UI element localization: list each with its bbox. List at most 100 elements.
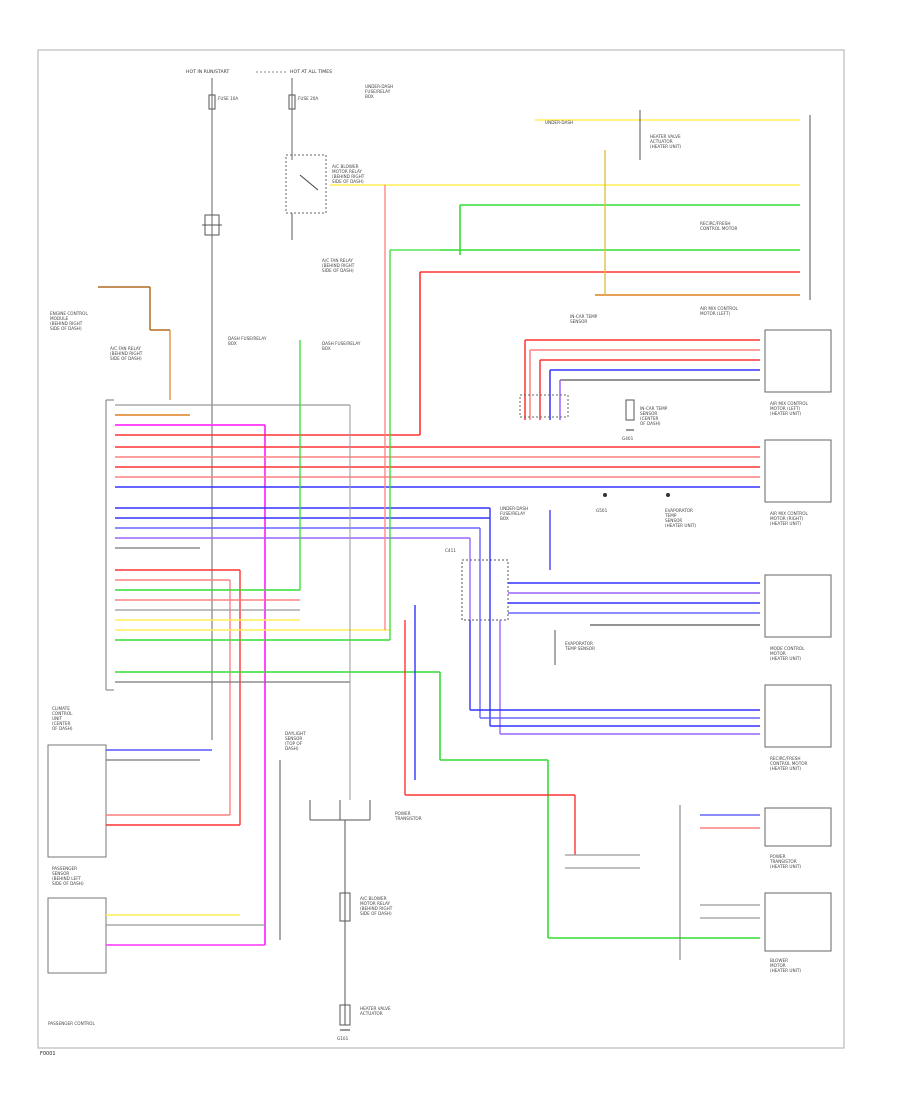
climate-control-label-4: OF DASH) [52, 726, 73, 731]
svg-text:EVAPORATOR TEMP SE: EVAPORATOR TEMP SENSOR (HEATER UNIT) [664, 508, 696, 528]
climate-control-label-3: (CENTER [52, 721, 71, 726]
hot-at-all-times-label: HOT AT ALL TIMES [290, 69, 332, 75]
passenger-sensor-label-3: SIDE OF DASH) [52, 881, 84, 886]
engine-control-connector [98, 286, 171, 400]
right-modules [764, 329, 832, 952]
power-transistor-2: (HEATER UNIT) [770, 864, 801, 869]
svg-text:A/C FAN RELAY (BEHIND RI: A/C FAN RELAY (BEHIND RIGHT SIDE OF DASH… [110, 346, 144, 361]
recirc-2: (HEATER UNIT) [770, 766, 801, 771]
daylight-sensor-3: DASH) [285, 746, 299, 751]
sensor-2-0: EVAPORATOR [665, 508, 693, 513]
air-mix-r-1: MOTOR (RIGHT) [770, 516, 804, 521]
air-mix-r-0: AIR MIX CONTROL [770, 511, 809, 516]
daylight-sensor-1: SENSOR [285, 736, 302, 741]
hot-in-run-label: HOT IN RUN/START [186, 69, 229, 75]
right-module-labels: AIR MIX CONTROL MOTOR (LEFT) (HEATER UNI… [769, 401, 809, 973]
sensor-1-1: SENSOR [640, 411, 657, 416]
ground-g401: G401 [622, 436, 634, 441]
bottom-center: DAYLIGHT SENSOR (TOP OF DASH) A/C BLOWER… [106, 731, 394, 1041]
relay-label-0: A/C FAN RELAY [110, 346, 141, 351]
blower-motor-2: (BEHIND RIGHT [360, 906, 393, 911]
svg-text:PASSENGER SENSOR (: PASSENGER SENSOR (BEHIND LEFT SIDE OF DA… [52, 866, 84, 886]
sensor-2-3: (HEATER UNIT) [665, 523, 696, 528]
grounds: G401 IN-CAR TEMP SENSOR (CENTER OF DASH)… [596, 399, 696, 528]
engine-control-label-3: SIDE OF DASH) [50, 326, 82, 331]
sensor-2-1: TEMP [664, 513, 677, 518]
passenger-sensor-label-0: PASSENGER [52, 866, 77, 871]
ground-g501: G501 [596, 508, 608, 513]
passenger-sensor-label-2: (BEHIND LEFT [52, 876, 82, 881]
air-mix-r-2: (HEATER UNIT) [770, 521, 801, 526]
sensor-1-3: OF DASH) [640, 421, 661, 426]
sensor-1-2: (CENTER [640, 416, 659, 421]
mode-motor-2: (HEATER UNIT) [770, 656, 801, 661]
recirc-1: CONTROL MOTOR [770, 761, 808, 766]
power-transistor-0: POWER [770, 854, 786, 859]
main-harness [115, 185, 760, 945]
mode-motor-1: MOTOR [770, 651, 786, 656]
svg-text:A/C BLOWER MOTOR RELAY: A/C BLOWER MOTOR RELAY (BEHIND RIGHT SID… [360, 896, 394, 916]
dash-fuse-label-0: DASH FUSE/RELAY [228, 336, 267, 341]
climate-control-label-1: CONTROL [52, 711, 73, 716]
blower-2: (HEATER UNIT) [770, 968, 801, 973]
blower-motor-1: MOTOR RELAY [360, 901, 391, 906]
svg-text:CLIMATE CONTROL UN: CLIMATE CONTROL UNIT (CENTER OF DASH) [52, 706, 74, 731]
svg-text:ENGINE CONTROL MODULE: ENGINE CONTROL MODULE (BEHIND RIGHT SIDE… [50, 311, 89, 331]
climate-control-label-0: CLIMATE [52, 706, 70, 711]
blower-0: BLOWER [770, 958, 788, 963]
center-junction: C411 UNDER-DASH FUSE/RELAY BOX EVAPORATO… [445, 506, 760, 735]
svg-text:IN-CAR TEMP SENSOR: IN-CAR TEMP SENSOR (CENTER OF DASH) [640, 406, 669, 426]
diagram-frame [37, 49, 845, 1049]
air-mix-l-0: AIR MIX CONTROL [770, 401, 809, 406]
daylight-sensor-0: DAYLIGHT [285, 731, 306, 736]
svg-text:DAYLIGHT SENSOR (T: DAYLIGHT SENSOR (TOP OF DASH) [285, 731, 307, 751]
svg-text:AIR MIX CONTROL MOTOR (R: AIR MIX CONTROL MOTOR (RIGHT) (HEATER UN… [770, 511, 809, 526]
svg-text:UNDER-DASH FUSE/RELAY: UNDER-DASH FUSE/RELAY BOX [500, 506, 530, 521]
svg-text:DASH FUSE/RELAY BOX: DASH FUSE/RELAY BOX [228, 336, 268, 346]
left-component-labels: ENGINE CONTROL MODULE (BEHIND RIGHT SIDE… [48, 311, 268, 1026]
relay-label-2: SIDE OF DASH) [110, 356, 142, 361]
heater-valve-1: ACTUATOR [360, 1011, 383, 1016]
climate-control-unit [47, 399, 114, 974]
ground-g101: G101 [337, 1036, 349, 1041]
svg-text:AIR MIX CONTROL MOTOR (L: AIR MIX CONTROL MOTOR (LEFT) (HEATER UNI… [770, 401, 809, 416]
air-mix-l-2: (HEATER UNIT) [770, 411, 801, 416]
blower-motor-0: A/C BLOWER [360, 896, 387, 901]
heater-valve-0: HEATER VALVE [360, 1006, 391, 1011]
fuse-b-label: FUSE 20A [298, 96, 318, 101]
fuse-a-label: FUSE 10A [218, 96, 238, 101]
blower-1: MOTOR [770, 963, 786, 968]
engine-control-label-0: ENGINE CONTROL [50, 311, 88, 316]
engine-control-label-1: MODULE [50, 316, 69, 321]
engine-control-label-2: (BEHIND RIGHT [50, 321, 83, 326]
sensor-1-0: IN-CAR TEMP [640, 406, 668, 411]
junction-box-1: FUSE/RELAY [500, 511, 526, 516]
dash-fuse-label-1: BOX [228, 341, 237, 346]
passenger-sensor-label-1: SENSOR [52, 871, 69, 876]
mode-motor-0: MODE CONTROL [770, 646, 805, 651]
relay-label-1: (BEHIND RIGHT [110, 351, 143, 356]
junction-box-2: BOX [500, 516, 509, 521]
junction-box-0: UNDER-DASH [500, 506, 528, 511]
sensor-2-2: SENSOR [665, 518, 682, 523]
svg-text:HEATER VALVE ACTUATOR: HEATER VALVE ACTUATOR [360, 1006, 392, 1016]
recirc-0: RECIRC/FRESH [770, 756, 801, 761]
svg-text:POWER TRANSISTOR (: POWER TRANSISTOR (HEATER UNIT) [769, 854, 801, 869]
power-transistor-1: TRANSISTOR [769, 859, 797, 864]
svg-text:BLOWER MOTOR (HEAT: BLOWER MOTOR (HEATER UNIT) [770, 958, 801, 973]
daylight-sensor-2: (TOP OF [285, 741, 303, 746]
passenger-control-label: PASSENGER CONTROL [48, 1021, 95, 1026]
